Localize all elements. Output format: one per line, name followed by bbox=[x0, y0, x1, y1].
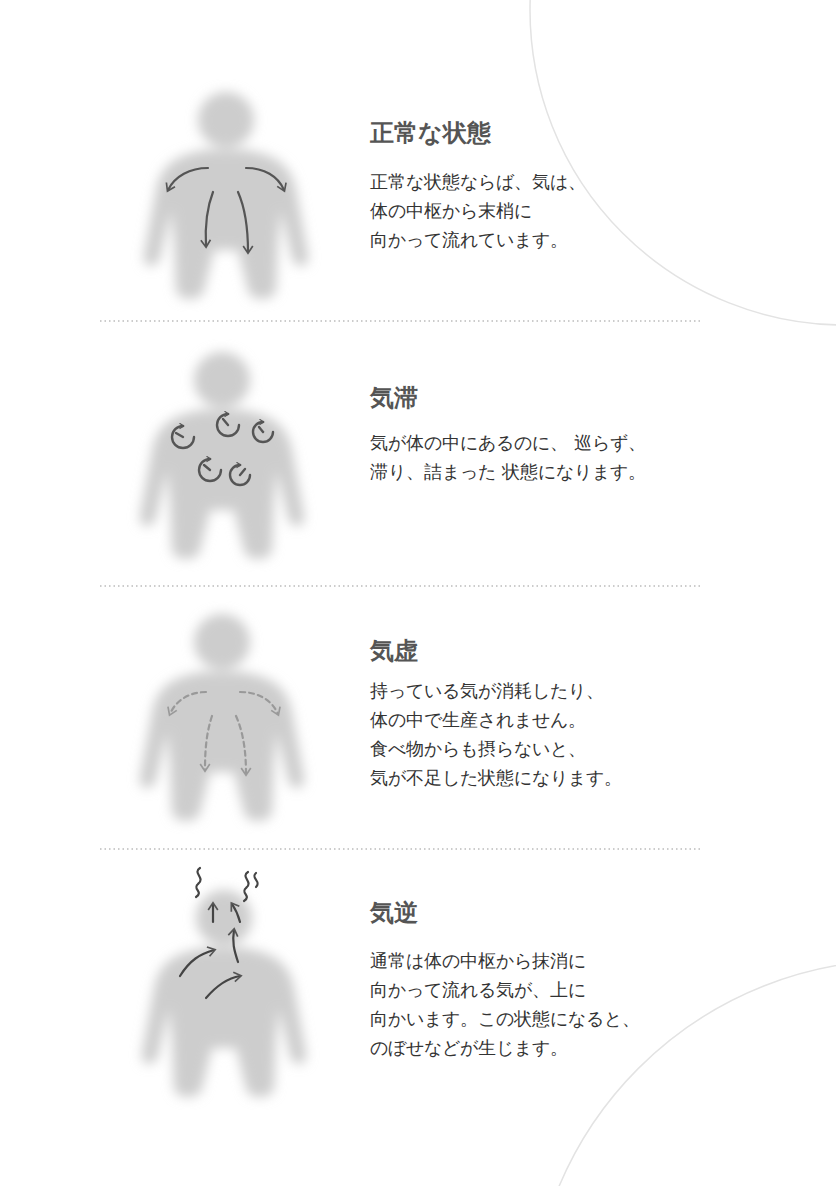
state-heading: 気逆 bbox=[370, 898, 418, 928]
state-description: 持っている気が消耗したり、 体の中で生産されません。 食べ物からも摂らないと、 … bbox=[370, 677, 660, 793]
state-description: 通常は体の中枢から抹消に 向かって流れる気が、上に 向かいます。この状態になると… bbox=[370, 947, 660, 1063]
state-description: 気が体の中にあるのに、 巡らず、滞り、詰まった 状態になります。 bbox=[370, 429, 660, 487]
state-heading: 気滞 bbox=[370, 383, 418, 413]
state-heading: 正常な状態 bbox=[370, 118, 491, 148]
state-description: 正常な状態ならば、気は、 体の中枢から末梢に 向かって流れています。 bbox=[370, 168, 660, 255]
state-heading: 気虚 bbox=[370, 636, 418, 666]
